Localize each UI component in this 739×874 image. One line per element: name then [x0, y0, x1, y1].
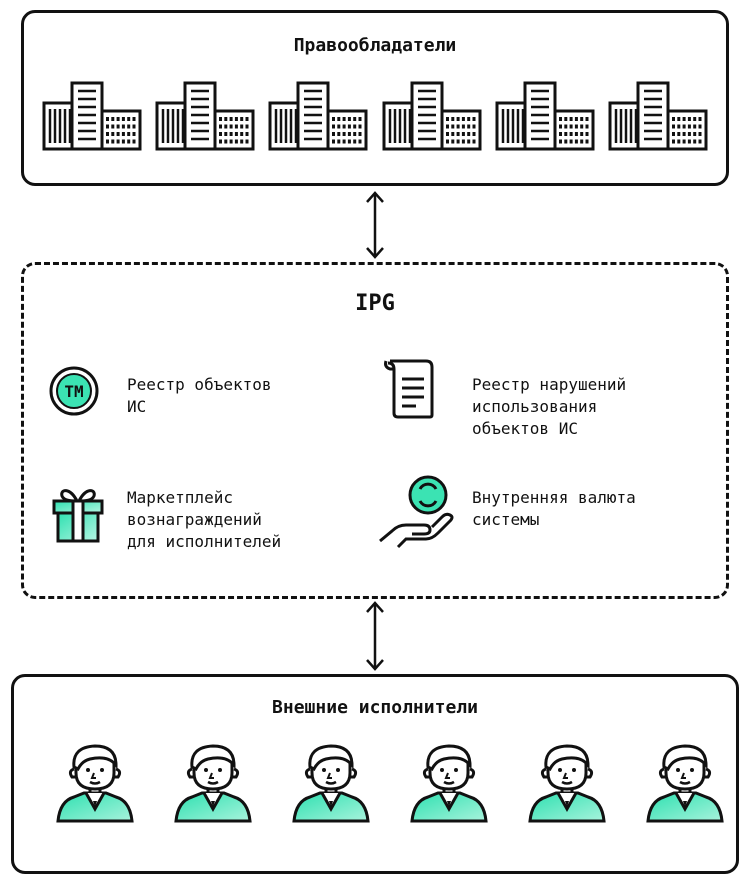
feature-ip-registry: Реестр объектов ИС — [127, 375, 272, 416]
performers-title: Внешние исполнители — [272, 697, 478, 718]
trademark-icon: TM — [49, 366, 99, 416]
rightholders-box: Правообладатели — [21, 10, 729, 186]
bidirectional-arrow-icon — [366, 191, 384, 259]
bidirectional-arrow-icon — [366, 601, 384, 671]
ipg-title: IPG — [355, 291, 395, 316]
office-buildings-icon — [268, 81, 368, 155]
document-scroll-icon — [384, 359, 434, 419]
rightholders-title: Правообладатели — [293, 35, 457, 56]
gift-icon — [52, 489, 104, 543]
person-avatar-icon — [408, 743, 490, 827]
rightholders-icons — [42, 81, 708, 155]
office-buildings-icon — [608, 81, 708, 155]
feature-rewards-marketplace: Маркетплейс вознаграждений для исполните… — [127, 488, 282, 551]
office-buildings-icon — [495, 81, 595, 155]
office-buildings-icon — [42, 81, 142, 155]
ipg-platform-box: IPG TM Реестр объектов ИС Реестр нарушен… — [21, 262, 729, 599]
person-avatar-icon — [526, 743, 608, 827]
external-performers-box: Внешние исполнители — [11, 674, 739, 874]
office-buildings-icon — [155, 81, 255, 155]
feature-internal-currency: Внутренняя валюта системы — [472, 488, 636, 529]
performers-icons — [54, 743, 726, 827]
svg-text:TM: TM — [64, 382, 83, 401]
person-avatar-icon — [290, 743, 372, 827]
person-avatar-icon — [644, 743, 726, 827]
person-avatar-icon — [54, 743, 136, 827]
feature-violations-registry: Реестр нарушений использования объектов … — [472, 375, 627, 438]
hand-coin-icon — [379, 475, 454, 549]
person-avatar-icon — [172, 743, 254, 827]
office-buildings-icon — [382, 81, 482, 155]
